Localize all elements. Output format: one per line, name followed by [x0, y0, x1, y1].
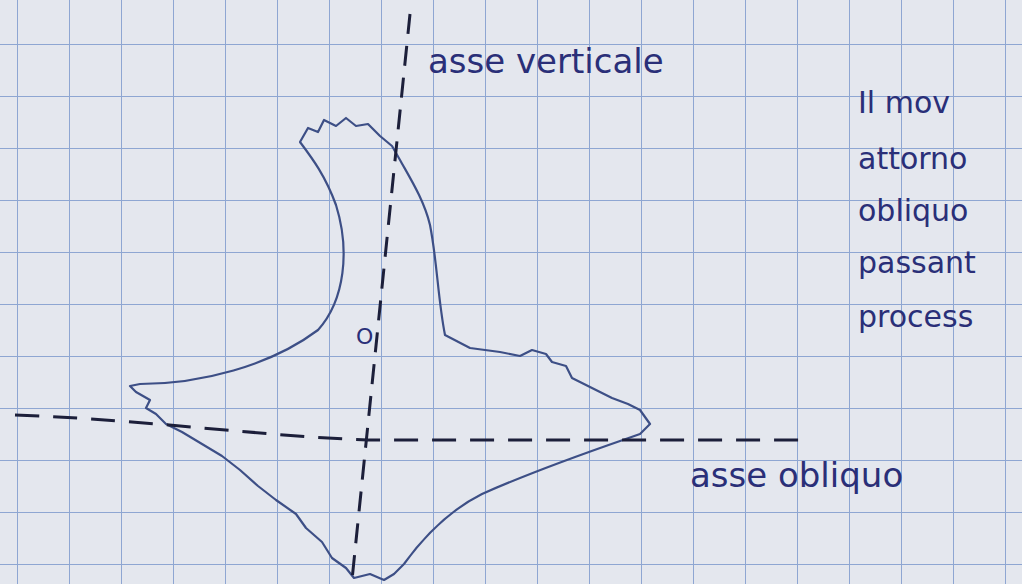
vertebra-outline: [130, 118, 650, 580]
note-line: obliquo: [858, 196, 968, 226]
note-line: process: [858, 302, 973, 332]
oblique-axis: [15, 415, 800, 440]
axis-label: asse obliquo: [690, 458, 903, 492]
axis-label: asse verticale: [428, 44, 664, 78]
note-line: Il mov: [858, 88, 950, 118]
note-line: passant: [858, 248, 976, 278]
point-label: O: [356, 326, 373, 348]
vertical-axis: [352, 14, 410, 580]
note-line: attorno: [858, 144, 967, 174]
